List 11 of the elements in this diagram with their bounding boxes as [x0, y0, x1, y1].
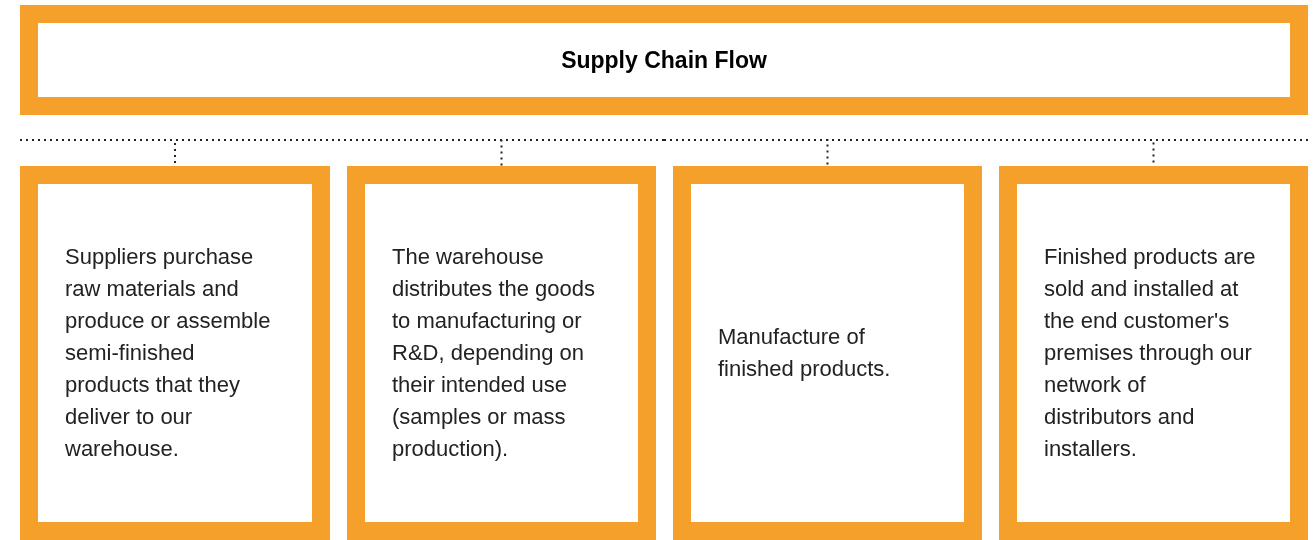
step-box [347, 166, 656, 540]
step-box [999, 166, 1308, 540]
step-description: Manufacture of finished products. [718, 323, 892, 383]
step-box [20, 166, 330, 540]
step-box [673, 166, 982, 540]
step-description: Finished products are sold and installed at the end customer's premises through our network of distributors and installers. [1044, 243, 1256, 463]
title-box [20, 5, 1308, 115]
title-text: Supply Chain Flow [561, 45, 767, 75]
step-description: Suppliers purchase raw materials and produce or assemble semi-finished products that they deliver to our warehouse. [65, 243, 272, 463]
step-description: The warehouse distributes the goods to manufacturing or R&D, depending on their intended use (samples or mass production). [392, 243, 597, 463]
connector-line [500, 139, 665, 167]
